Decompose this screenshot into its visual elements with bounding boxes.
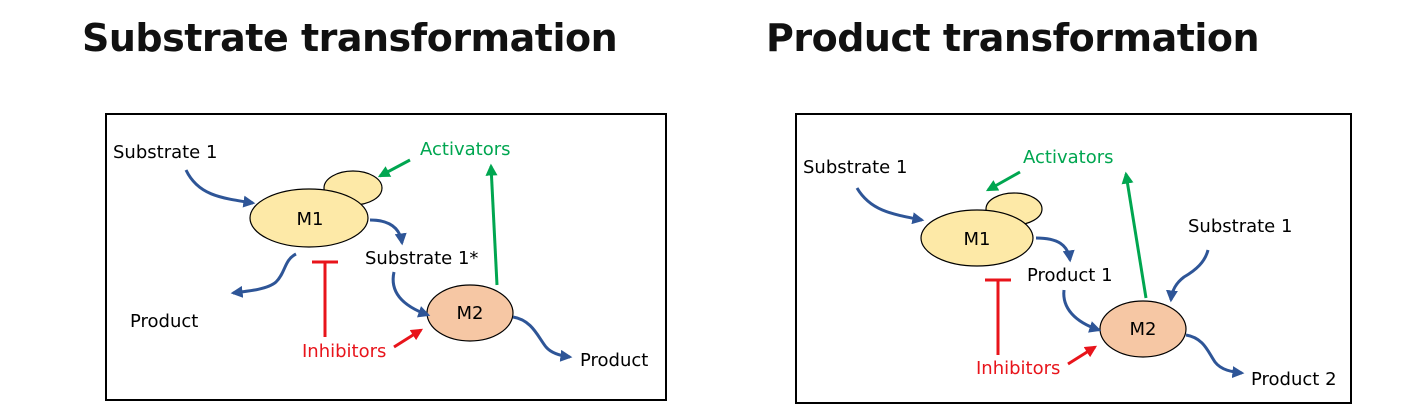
left-intermediate-label: Substrate 1* [365,248,478,269]
right-substrate-label: Substrate 1 [803,157,907,178]
left-product-m1-label: Product [130,311,198,332]
left-m1-to-product-arrow [230,252,297,298]
left-panel-frame [105,113,667,401]
right-product-m2-label: Product 2 [1251,369,1337,390]
right-m2-to-product-arrow [1185,333,1245,379]
right-m1-to-intermediate-arrow [1035,236,1075,263]
right-inhibition-bar [985,278,1011,355]
right-intermediate-to-m2-arrow [1062,289,1102,333]
left-intermediate-to-m2-arrow [391,271,431,318]
left-m1-enzyme [249,170,383,248]
left-inhibition-bar [312,260,338,337]
left-activators-label: Activators [420,139,510,160]
right-panel: M1 M2 Substrate 1 Activators Substrate 1… [795,113,1352,404]
right-m1-label: M1 [964,229,991,250]
right-m2-to-activators-arrow [1121,171,1148,299]
left-m1-label: M1 [297,209,324,230]
right-panel-title: Product transformation [766,16,1260,60]
right-substrate-m2-label: Substrate 1 [1188,216,1292,237]
left-m1-to-intermediate-arrow [369,218,407,246]
right-activators-label: Activators [1023,147,1113,168]
right-inhibitors-to-m2-arrow [1067,345,1098,366]
right-activators-to-m1-arrow [985,170,1021,192]
right-m1-enzyme [920,192,1043,267]
left-m2-label: M2 [457,303,484,324]
left-m2-to-product-arrow [512,315,573,362]
left-substrate-label: Substrate 1 [113,142,217,163]
right-m2-label: M2 [1130,319,1157,340]
right-substrate-to-m2-arrow [1165,249,1210,303]
left-activators-to-m1-arrow [377,158,411,178]
left-inhibitors-to-m2-arrow [393,328,424,349]
left-substrate-to-m1-arrow [184,169,256,208]
left-product-m2-label: Product [580,350,648,371]
left-panel-title: Substrate transformation [82,16,618,60]
left-m2-to-activators-arrow [485,163,499,286]
right-substrate-to-m1-arrow [855,187,925,225]
right-inhibitors-label: Inhibitors [976,358,1060,379]
left-panel: M1 M2 Substrate 1 Activators Substrate 1… [105,113,667,401]
right-intermediate-label: Product 1 [1027,265,1113,286]
left-inhibitors-label: Inhibitors [302,341,386,362]
